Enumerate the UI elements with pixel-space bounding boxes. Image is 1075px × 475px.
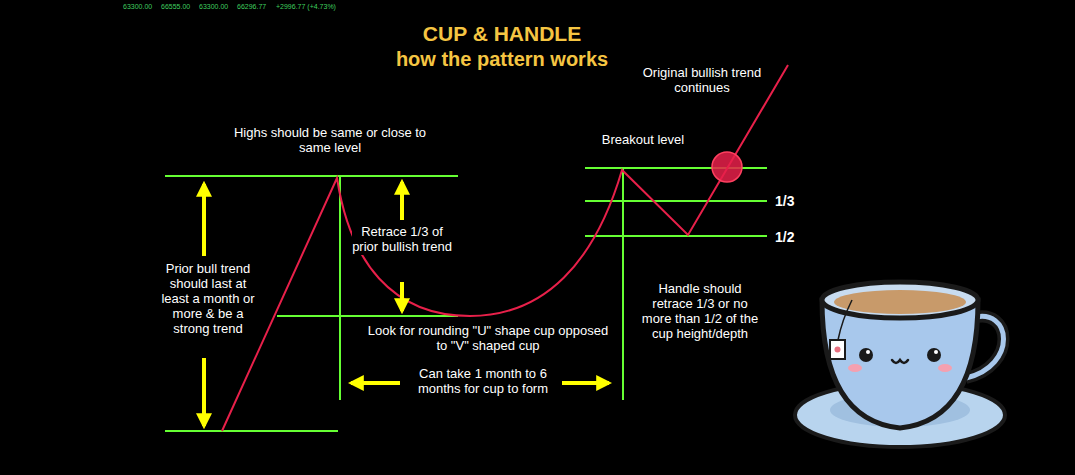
guide-lines (165, 168, 767, 431)
annotation: Retrace 1/3 of prior bullish trend (352, 225, 452, 255)
ticker-value: 66296.77 (237, 3, 266, 11)
annotation: Prior bull trend should last at least a … (160, 262, 256, 337)
ratio-label: 1/3 (775, 193, 794, 209)
ticker-change: +2996.77 (+4.73%) (276, 3, 336, 11)
annotation: Handle should retrace 1/3 or no more tha… (638, 282, 763, 342)
ticker-value: 63300.00 (123, 3, 152, 11)
annotation: Original bullish trend continues (642, 66, 762, 96)
yellow-arrows (204, 182, 609, 426)
ticker-value: 66555.00 (161, 3, 190, 11)
annotation: Look for rounding "U" shape cup opposed … (363, 324, 613, 354)
teacup-illustration (795, 282, 1005, 447)
ratio-label: 1/2 (775, 229, 794, 245)
breakout-marker (712, 152, 742, 182)
annotation: Can take 1 month to 6 months for cup to … (413, 367, 553, 397)
ticker-value: 63300.00 (199, 3, 228, 11)
price-path (222, 65, 788, 431)
annotation: Highs should be same or close to same le… (233, 126, 428, 156)
chart-title: CUP & HANDLE (292, 22, 712, 46)
level-label: Breakout level (578, 133, 708, 148)
